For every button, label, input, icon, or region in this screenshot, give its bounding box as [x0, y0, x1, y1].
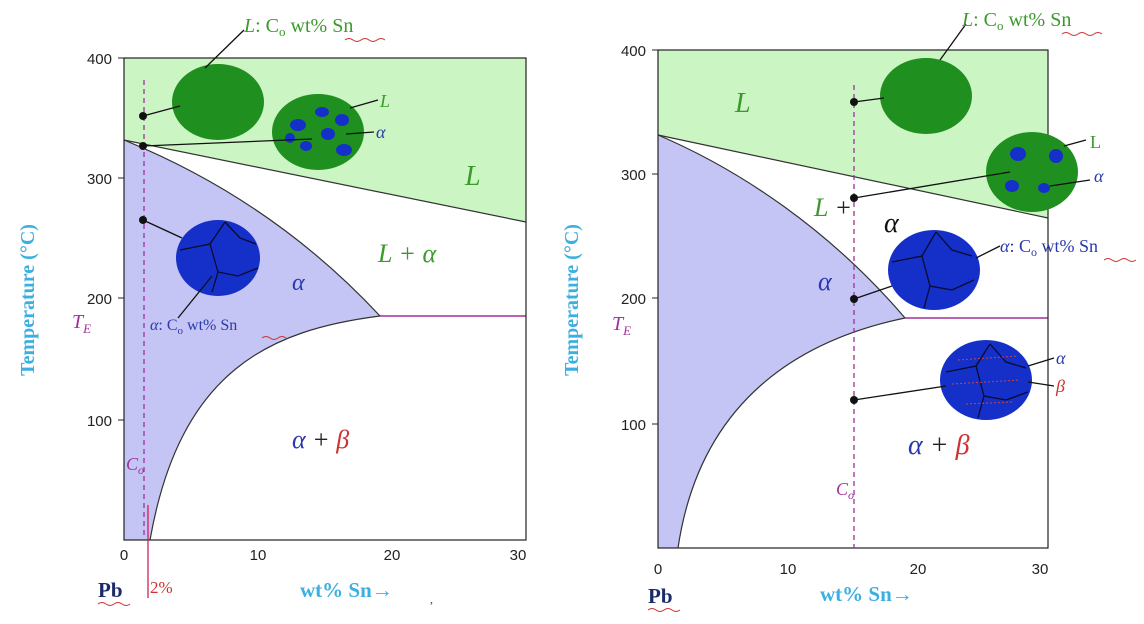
left-y-tick-100: 100 — [87, 413, 112, 430]
left-x-tick-0: 0 — [120, 547, 128, 564]
right-y-tick-100: 100 — [621, 417, 646, 434]
left-region-alpha: α — [292, 270, 305, 296]
right-c0-label: Co — [836, 479, 854, 502]
right-pb-label: Pb — [648, 584, 673, 608]
right-region-alpha: α — [818, 267, 833, 296]
left-composition-text: 2% — [150, 578, 173, 597]
left-region-L: L — [464, 161, 481, 192]
right-micro-liquid-alpha — [986, 132, 1078, 212]
right-micro-alpha-beta — [940, 340, 1032, 420]
right-micro-ab-alpha: α — [1056, 348, 1066, 368]
left-y-ticks — [118, 58, 124, 420]
left-micro-L-label: L — [379, 91, 390, 111]
right-y-tick-400: 400 — [621, 43, 646, 60]
right-y-ticks — [652, 50, 658, 424]
left-y-tick-400: 400 — [87, 51, 112, 68]
left-micro-alpha-label: α — [376, 122, 386, 142]
right-y-axis-label: Temperature (°C) — [561, 224, 583, 376]
left-y-axis-label: Temperature (°C) — [17, 224, 39, 376]
right-x-tick-30: 30 — [1032, 561, 1049, 578]
left-x-axis-label: wt% Sn→ — [300, 578, 393, 602]
right-pb-underline — [648, 609, 680, 612]
left-region-L-alpha: L + α — [377, 239, 438, 268]
right-x-tick-20: 20 — [910, 561, 927, 578]
right-micro-alpha-label: α — [1094, 166, 1104, 186]
right-alpha-region — [658, 135, 905, 548]
right-region-L-alpha: L + — [813, 193, 852, 222]
right-y-tick-200: 200 — [621, 291, 646, 308]
left-x-tick-20: 20 — [384, 547, 401, 564]
left-alpha-region — [124, 140, 380, 540]
right-x-tick-10: 10 — [780, 561, 797, 578]
left-diagram: 400 300 200 100 0 10 20 30 Temperature (… — [17, 15, 526, 606]
right-micro-ab-beta: β — [1055, 376, 1065, 396]
right-diagram: 400 300 200 100 0 10 20 30 Temperature (… — [561, 9, 1136, 612]
left-y-tick-300: 300 — [87, 171, 112, 188]
right-callout-liquid: L: Co wt% Sn — [961, 9, 1071, 33]
right-y-tick-300: 300 — [621, 167, 646, 184]
left-pb-underline — [98, 603, 130, 606]
right-micro-alpha — [888, 230, 980, 310]
left-x-tick-30: 30 — [510, 547, 527, 564]
left-micro-liquid-alpha — [272, 94, 364, 170]
right-region-L-alpha-symbol: α — [884, 208, 900, 239]
right-x-tick-0: 0 — [654, 561, 662, 578]
left-region-alpha-beta: α + β — [292, 425, 349, 454]
right-x-axis-label: wt% Sn→ — [820, 582, 913, 606]
right-te-label: TE — [612, 313, 631, 338]
right-region-L: L — [734, 88, 751, 119]
left-x-tick-10: 10 — [250, 547, 267, 564]
left-stray-mark: , — [430, 592, 433, 606]
left-y-tick-200: 200 — [87, 291, 112, 308]
left-callout-liquid: L: Co wt% Sn — [243, 15, 353, 39]
left-te-label: TE — [72, 311, 91, 336]
right-micro-liquid — [880, 58, 972, 134]
left-micro-liquid — [172, 64, 264, 140]
right-callout-alpha: α: Co wt% Sn — [1000, 236, 1098, 259]
left-pb-label: Pb — [98, 578, 123, 602]
right-region-alpha-beta: α + β — [908, 430, 970, 461]
right-micro-L-label: L — [1090, 132, 1101, 152]
